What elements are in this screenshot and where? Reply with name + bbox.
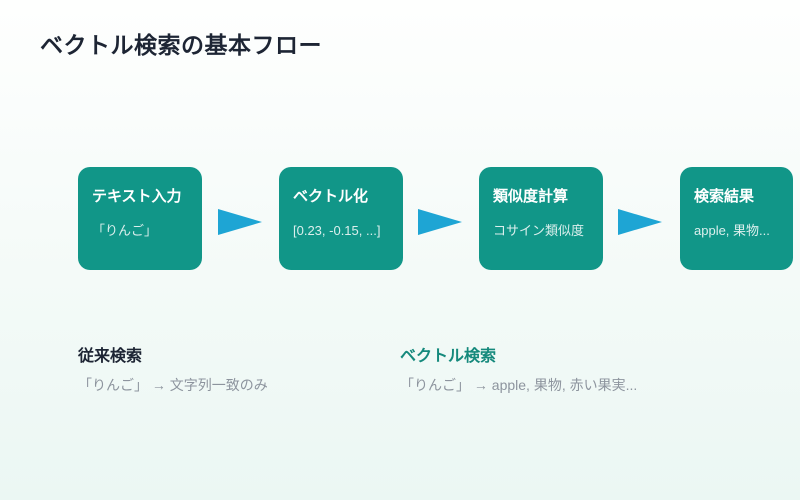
step-subtitle: [0.23, -0.15, ...] <box>293 223 381 238</box>
comparison-heading: 従来検索 <box>78 348 143 365</box>
step-title: ベクトル化 <box>293 188 369 205</box>
comparison-heading: ベクトル検索 <box>400 348 497 365</box>
flow-arrow-icon <box>218 209 262 235</box>
step-title: 検索結果 <box>694 188 755 205</box>
comparison-vector: ベクトル検索 「りんご」 → apple, 果物, 赤い果実... <box>400 348 637 394</box>
comparison-description: 「りんご」 → apple, 果物, 赤い果実... <box>400 377 638 393</box>
page-title: ベクトル検索の基本フロー <box>40 32 322 58</box>
flow-step-vectorize: ベクトル化 [0.23, -0.15, ...] <box>279 167 403 270</box>
flow-step-text-input: テキスト入力 「りんご」 <box>78 167 202 270</box>
step-title: テキスト入力 <box>92 188 182 205</box>
flow-arrow-icon <box>418 209 462 235</box>
flow-step-results: 検索結果 apple, 果物... <box>680 167 793 270</box>
comparison-description: 「りんご」 → 文字列一致のみ <box>78 377 268 393</box>
step-subtitle: コサイン類似度 <box>493 223 585 238</box>
comparison-traditional: 従来検索 「りんご」 → 文字列一致のみ <box>78 348 268 394</box>
step-title: 類似度計算 <box>493 188 569 205</box>
step-subtitle: apple, 果物... <box>694 223 770 238</box>
step-subtitle: 「りんご」 <box>92 223 158 238</box>
flow-arrow-icon <box>618 209 662 235</box>
flow-step-similarity: 類似度計算 コサイン類似度 <box>479 167 603 270</box>
